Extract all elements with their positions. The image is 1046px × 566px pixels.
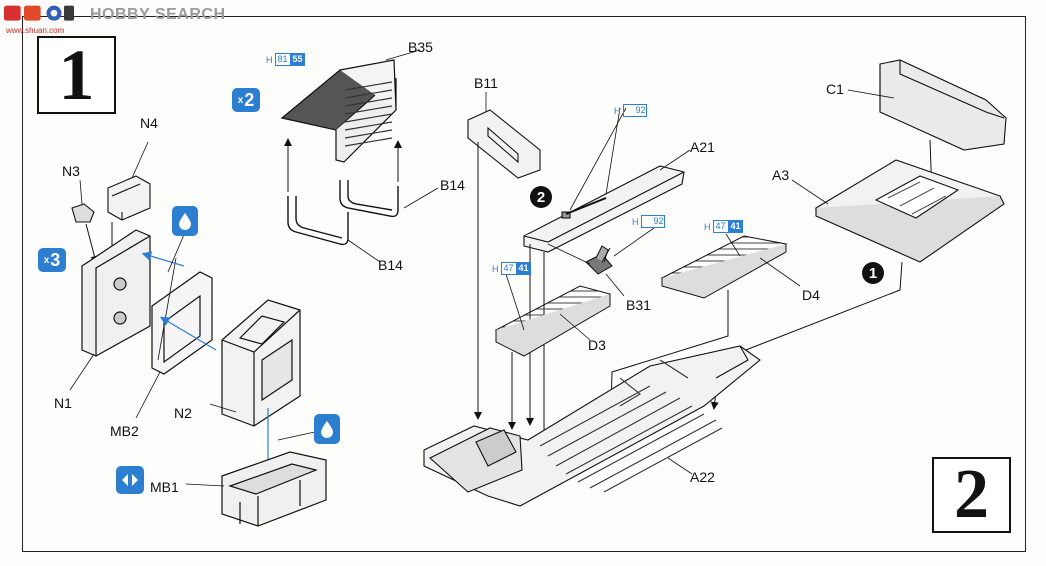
label-a21: A21	[690, 139, 715, 155]
label-b11: B11	[474, 75, 498, 91]
step-number-1: 1	[37, 35, 116, 115]
label-n3: N3	[62, 163, 80, 179]
watermark-url: www.shuan.com	[6, 26, 65, 35]
glue-drop-icon	[172, 206, 198, 236]
label-d4: D4	[802, 287, 820, 303]
step-number-2: 2	[932, 456, 1011, 533]
part-n3	[71, 203, 95, 223]
label-n4: N4	[140, 115, 158, 131]
part-b14-left	[287, 196, 349, 246]
sequence-marker-1: 1	[862, 262, 884, 284]
label-mb1: MB1	[150, 479, 179, 495]
label-n2: N2	[174, 405, 192, 421]
cement-drop-icon	[314, 414, 340, 444]
part-b31	[585, 245, 613, 275]
watermark-title: HOBBY SEARCH	[90, 6, 226, 23]
part-d3	[494, 285, 612, 357]
part-a3	[814, 159, 1005, 263]
label-b14-bottom: B14	[378, 257, 403, 273]
label-b14-right: B14	[440, 177, 465, 193]
label-n1: N1	[54, 395, 72, 411]
label-b31: B31	[626, 297, 651, 313]
part-a21	[523, 165, 685, 253]
label-a22: A22	[690, 469, 715, 485]
part-n4	[107, 175, 151, 221]
part-c1	[879, 59, 1007, 151]
part-b35	[280, 59, 397, 163]
label-d3: D3	[588, 337, 606, 353]
multiplier-x2-value: 2	[244, 89, 255, 110]
part-mb1	[221, 451, 327, 527]
multiplier-x-prefix: x	[237, 94, 244, 106]
label-c1: C1	[826, 81, 844, 97]
part-n2	[221, 299, 301, 427]
part-b11	[467, 109, 541, 179]
part-d4	[660, 235, 788, 299]
label-b35: B35	[408, 39, 433, 55]
hobby-search-logo	[4, 5, 74, 21]
multiplier-x3-value: 3	[50, 249, 61, 270]
label-a3: A3	[772, 167, 790, 183]
multiplier-x-prefix: x	[43, 254, 50, 266]
part-a22	[423, 345, 761, 507]
label-mb2: MB2	[110, 423, 139, 439]
part-mb2	[151, 271, 213, 375]
part-b14-right	[339, 180, 399, 218]
instruction-frame	[22, 16, 1026, 552]
part-n1	[81, 229, 151, 357]
assembly-symbol-icon	[116, 466, 144, 494]
sequence-marker-2: 2	[530, 186, 552, 208]
